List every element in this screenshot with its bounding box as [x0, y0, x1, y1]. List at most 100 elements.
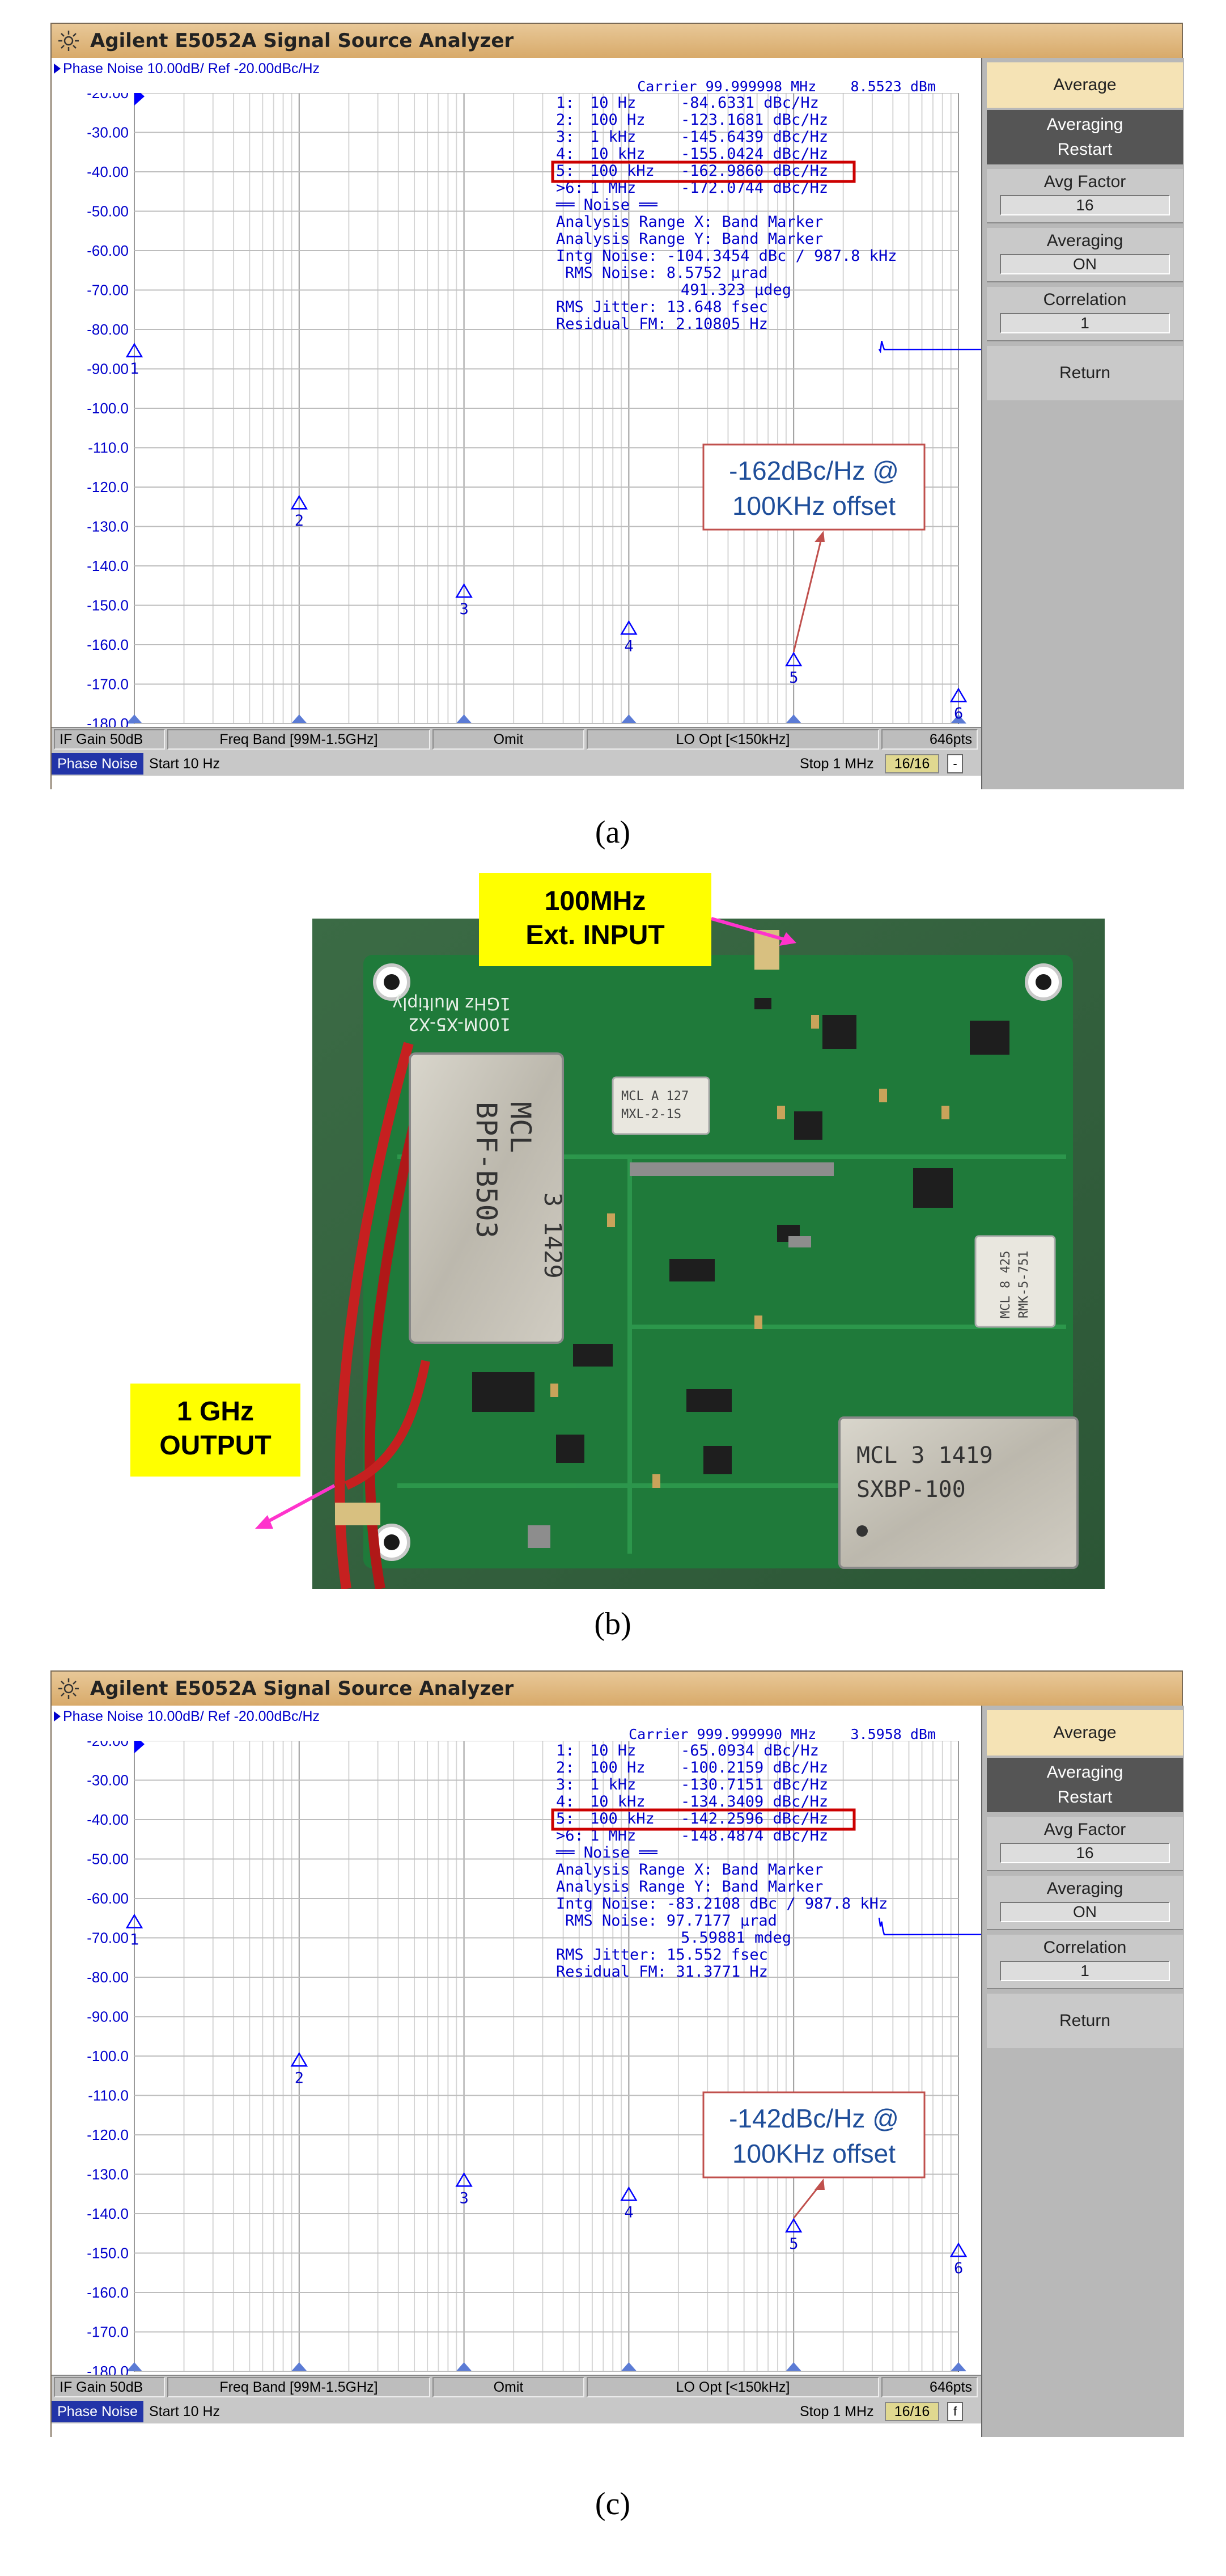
output-callout-line-2: OUTPUT — [159, 1431, 271, 1461]
points-status: 646pts — [881, 729, 978, 750]
carrier-power: 3.5958 dBm — [850, 1726, 936, 1742]
output-arrow-icon — [255, 1484, 336, 1529]
reference-arrow-icon — [134, 93, 145, 105]
sweep-bar: Phase Noise Start 10 Hz Stop 1 MHz 16/16… — [52, 752, 981, 776]
noise-analysis-line: Analysis Range Y: Band Marker — [556, 230, 823, 248]
marker-id: 4: — [556, 1793, 575, 1811]
y-tick-label: -140.0 — [87, 2205, 129, 2222]
marker-id: 1: — [556, 94, 575, 112]
plot-grid: -20.00-30.00-40.00-50.00-60.00-70.00-80.… — [87, 1741, 966, 2375]
status-indicator: f — [947, 2402, 963, 2421]
highlight-box — [551, 1808, 856, 1831]
carrier-power: 8.5523 dBm — [850, 78, 936, 95]
trace-scale-label: Phase Noise 10.00dB/ Ref -20.00dBc/Hz — [63, 1708, 320, 1724]
analyzer-window-a: Agilent E5052A Signal Source Analyzer Ph… — [50, 23, 1184, 789]
y-tick-label: -110.0 — [88, 2087, 129, 2104]
annotation-arrowhead-icon — [814, 531, 825, 542]
marker-value: -100.2159 dBc/Hz — [681, 1759, 828, 1776]
phase-noise-chart[interactable]: -20.00-30.00-40.00-50.00-60.00-70.00-80.… — [52, 93, 981, 727]
annotation-line-2: 100KHz offset — [732, 2139, 896, 2168]
y-tick-label: -30.00 — [87, 124, 129, 141]
phase-noise-chart[interactable]: -20.00-30.00-40.00-50.00-60.00-70.00-80.… — [52, 1741, 981, 2375]
marker-5-icon — [785, 652, 803, 667]
title-bar: Agilent E5052A Signal Source Analyzer — [52, 24, 1182, 59]
marker-number-label: 5 — [789, 669, 798, 687]
noise-analysis-line: Intg Noise: -83.2108 dBc / 987.8 kHz — [556, 1895, 888, 1913]
x-tick-icon — [126, 2362, 142, 2371]
marker-value: -134.3409 dBc/Hz — [681, 1793, 828, 1811]
marker-id: 4: — [556, 145, 575, 163]
pcb-photo: MCL BPF-B503 3 1429 1GHz Multiply 100M-X… — [312, 919, 1105, 1589]
y-tick-label: -50.00 — [87, 203, 129, 220]
marker-number-label: 2 — [295, 512, 304, 530]
silk-label-1: 1GHz Multiply — [392, 993, 511, 1013]
status-bar: IF Gain 50dB Freq Band [99M-1.5GHz] Omit… — [52, 2375, 981, 2400]
start-frequency: Start 10 Hz — [149, 756, 220, 772]
window-title: Agilent E5052A Signal Source Analyzer — [90, 29, 514, 52]
marker-1-icon — [125, 1913, 143, 1928]
marker-4-icon — [620, 2186, 638, 2201]
averaging-label: Averaging — [1046, 231, 1123, 250]
caption-a: (a) — [595, 815, 631, 850]
return-button[interactable]: Return — [987, 346, 1183, 400]
average-count-badge: 16/16 — [885, 754, 939, 773]
y-tick-label: -20.00 — [87, 93, 129, 101]
marker-6-icon — [949, 687, 968, 703]
marker-value: -155.0424 dBc/Hz — [681, 145, 828, 163]
filter1-label-1: MCL — [504, 1102, 537, 1153]
lo-opt-status: LO Opt [<150kHz] — [587, 729, 879, 750]
marker-value: -123.1681 dBc/Hz — [681, 111, 828, 129]
marker-frequency: 100 Hz — [590, 111, 646, 129]
y-tick-label: -80.00 — [87, 321, 129, 338]
trace-arrow-icon — [54, 64, 61, 74]
marker-id: 5: — [556, 162, 575, 180]
marker-value: -145.6439 dBc/Hz — [681, 128, 828, 146]
y-tick-label: -110.0 — [88, 439, 129, 456]
x-tick-icon — [621, 714, 637, 724]
title-bar: Agilent E5052A Signal Source Analyzer — [52, 1672, 1182, 1707]
filter1-label-2: BPF-B503 — [470, 1102, 503, 1238]
x-tick-icon — [786, 2362, 802, 2371]
trace-mode-label[interactable]: Phase Noise — [52, 753, 143, 775]
plot-grid: -20.00-30.00-40.00-50.00-60.00-70.00-80.… — [87, 93, 966, 727]
x-tick-icon — [951, 2362, 966, 2371]
trace-mode-label[interactable]: Phase Noise — [52, 2401, 143, 2422]
mixer1-label-2: MXL-2-1S — [621, 1107, 681, 1122]
y-tick-label: -60.00 — [87, 242, 129, 259]
offset-annotation: -142dBc/Hz @100KHz offset — [702, 2091, 926, 2219]
return-button[interactable]: Return — [987, 1994, 1183, 2048]
if-gain-status: IF Gain 50dB — [54, 729, 165, 750]
y-tick-label: -50.00 — [87, 1851, 129, 1868]
marker-value: -142.2596 dBc/Hz — [681, 1810, 828, 1828]
y-tick-label: -160.0 — [87, 636, 129, 653]
carrier-frequency: Carrier 999.999990 MHz — [629, 1726, 817, 1742]
averaging-value: ON — [1000, 1902, 1170, 1922]
start-frequency: Start 10 Hz — [149, 2404, 220, 2420]
points-status: 646pts — [881, 2377, 978, 2397]
marker-id: 1: — [556, 1742, 575, 1759]
omit-status: Omit — [432, 729, 584, 750]
correlation-value: 1 — [1000, 1961, 1170, 1981]
carrier-readout: Carrier 99.999998 MHz 8.5523 dBm — [637, 78, 936, 95]
marker-table: 1:10 Hz-84.6331 dBc/Hz2:100 Hz-123.1681 … — [551, 94, 897, 333]
y-tick-label: -90.00 — [87, 361, 129, 378]
marker-number-label: 3 — [460, 600, 469, 618]
marker-number-label: 3 — [460, 2189, 469, 2207]
marker-frequency: 100 kHz — [590, 1810, 655, 1828]
status-bar: IF Gain 50dB Freq Band [99M-1.5GHz] Omit… — [52, 727, 981, 752]
noise-analysis-line: Analysis Range X: Band Marker — [556, 1861, 823, 1879]
noise-section-header: ══ Noise ══ — [555, 196, 658, 214]
lo-opt-status: LO Opt [<150kHz] — [587, 2377, 879, 2397]
y-tick-label: -100.0 — [87, 2048, 129, 2065]
noise-analysis-line: 491.323 µdeg — [681, 281, 791, 299]
